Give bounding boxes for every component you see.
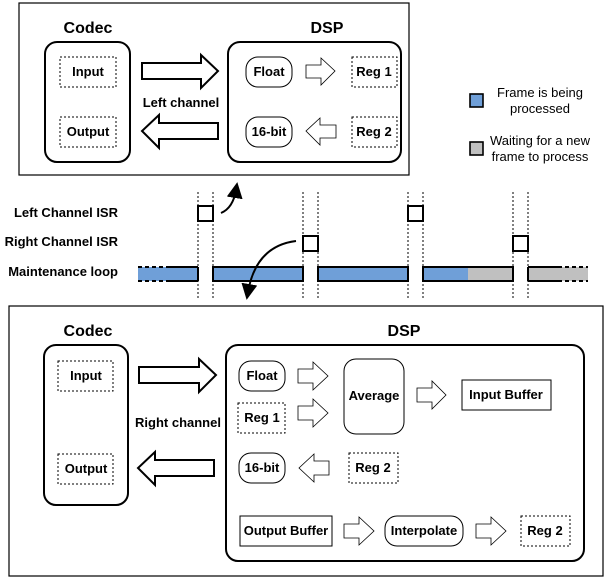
top-16bit-node bbox=[245, 116, 293, 148]
top-dsp-title: DSP bbox=[311, 20, 344, 37]
input-buffer-node bbox=[461, 379, 552, 411]
top-input-arrow-icon bbox=[141, 52, 220, 91]
average-to-input-buffer-arrow-icon bbox=[416, 380, 447, 410]
output-buffer-node bbox=[239, 515, 333, 547]
average-label: Average bbox=[349, 388, 400, 403]
bottom-channel-label: Right channel bbox=[135, 415, 221, 430]
top-reg2-label: Reg 2 bbox=[356, 124, 391, 139]
bar-edge bbox=[422, 266, 514, 282]
bottom-16bit-label: 16-bit bbox=[245, 460, 280, 475]
output-reg2-node bbox=[520, 515, 571, 547]
processing-segment bbox=[138, 267, 198, 281]
top-channel-label: Left channel bbox=[143, 95, 220, 110]
output-reg2-label: Reg 2 bbox=[527, 523, 562, 538]
input-buffer-label: Input Buffer bbox=[469, 387, 543, 402]
timeline-guides bbox=[197, 192, 529, 298]
bottom-dsp-title: DSP bbox=[388, 323, 421, 340]
top-codec-title: Codec bbox=[64, 20, 113, 37]
bottom-codec-input bbox=[57, 360, 114, 392]
top-output-arrow-icon bbox=[140, 112, 219, 151]
top-codec-input bbox=[59, 56, 117, 88]
interpolate-node bbox=[384, 515, 464, 547]
right-isr-label: Right Channel ISR bbox=[5, 234, 119, 249]
reg1-to-average-arrow-icon bbox=[297, 398, 329, 428]
bottom-float-label: Float bbox=[246, 368, 278, 383]
legend-waiting-line2: frame to process bbox=[492, 149, 589, 164]
maintenance-bars bbox=[138, 266, 588, 282]
bottom-reg2-node bbox=[348, 452, 399, 484]
legend-processing-line2: processed bbox=[510, 101, 570, 116]
bottom-codec-input-label: Input bbox=[70, 368, 102, 383]
top-float-to-reg1-arrow-icon bbox=[305, 57, 336, 86]
bottom-reg1-label: Reg 1 bbox=[244, 410, 279, 425]
bottom-reg2-label: Reg 2 bbox=[355, 460, 390, 475]
left-isr-label: Left Channel ISR bbox=[14, 205, 119, 220]
processing-segment bbox=[317, 266, 409, 282]
timeline: Left Channel ISR Right Channel ISR Maint… bbox=[5, 182, 588, 300]
top-reg1-node bbox=[351, 56, 398, 88]
bottom-codec-title: Codec bbox=[64, 323, 113, 340]
interpolate-to-reg2-arrow-icon bbox=[475, 516, 507, 546]
top-float-label: Float bbox=[253, 64, 285, 79]
top-reg1-label: Reg 1 bbox=[356, 64, 391, 79]
legend-waiting-line1: Waiting for a new bbox=[490, 133, 591, 148]
bottom-input-arrow-icon bbox=[138, 356, 218, 395]
processing-segment bbox=[423, 267, 468, 281]
float-to-average-arrow-icon bbox=[297, 361, 329, 391]
legend: Frame is being processed Waiting for a n… bbox=[469, 85, 591, 164]
bottom-float-node bbox=[238, 360, 286, 392]
bottom-output-arrow-icon bbox=[136, 449, 215, 488]
bottom-16bit-node bbox=[238, 452, 286, 484]
top-reg2-to-16bit-arrow-icon bbox=[305, 117, 337, 146]
bottom-codec-output bbox=[57, 453, 114, 485]
left-isr-event bbox=[407, 205, 424, 222]
legend-processing-swatch bbox=[469, 93, 484, 108]
top-codec-output bbox=[59, 116, 117, 148]
reg2-to-16bit-arrow-icon bbox=[298, 453, 330, 483]
output-buffer-to-interpolate-arrow-icon bbox=[343, 516, 375, 546]
bottom-codec-output-label: Output bbox=[65, 461, 108, 476]
waiting-segment bbox=[528, 267, 588, 281]
right-isr-pointer-arrow-icon bbox=[241, 240, 297, 300]
top-panel: Codec DSP Input Output Left channel Floa… bbox=[18, 2, 410, 176]
right-isr-event bbox=[512, 235, 529, 252]
left-isr-event bbox=[197, 205, 214, 222]
top-float-node bbox=[245, 56, 293, 88]
bottom-panel: Codec DSP Input Output Right channel Flo… bbox=[8, 305, 604, 577]
top-codec-output-label: Output bbox=[67, 124, 110, 139]
top-16bit-label: 16-bit bbox=[252, 124, 287, 139]
top-reg2-node bbox=[351, 116, 398, 148]
top-codec-input-label: Input bbox=[72, 64, 104, 79]
output-buffer-label: Output Buffer bbox=[244, 523, 328, 538]
legend-processing-line1: Frame is being bbox=[497, 85, 583, 100]
legend-waiting-swatch bbox=[469, 141, 484, 156]
interpolate-label: Interpolate bbox=[391, 523, 457, 538]
bottom-reg1-node bbox=[237, 402, 286, 434]
left-isr-pointer-arrow-icon bbox=[220, 182, 243, 214]
processing-segment bbox=[212, 266, 304, 282]
right-isr-event bbox=[302, 235, 319, 252]
maintenance-loop-label: Maintenance loop bbox=[8, 264, 118, 279]
average-node bbox=[343, 358, 405, 435]
waiting-segment bbox=[468, 267, 513, 281]
